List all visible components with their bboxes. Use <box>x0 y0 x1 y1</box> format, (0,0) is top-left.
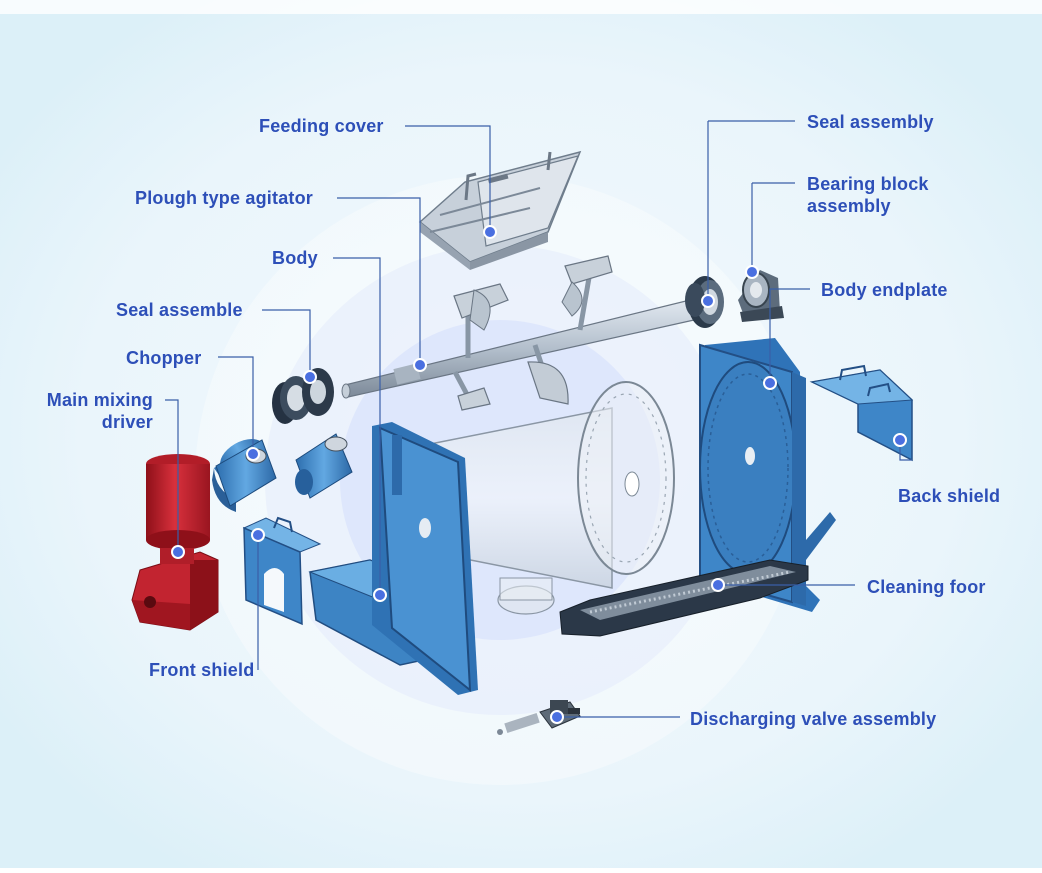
marker-body-endplate <box>763 376 777 390</box>
leader-plough-agitator <box>337 197 421 365</box>
marker-front-shield <box>251 528 265 542</box>
label-body-endplate: Body endplate <box>821 280 948 300</box>
leader-chopper <box>218 356 254 454</box>
label-body: Body <box>272 248 318 268</box>
label-cleaning-floor: Cleaning foor <box>867 577 986 597</box>
label-bearing-block-line2: assembly <box>807 196 891 216</box>
leader-body-endplate <box>769 288 810 383</box>
leader-lines <box>165 120 912 718</box>
marker-back-shield <box>893 433 907 447</box>
label-discharging-valve-assembly: Discharging valve assembly <box>690 709 937 729</box>
leader-body <box>333 257 381 595</box>
leader-main-driver <box>165 399 179 552</box>
marker-seal-assemble <box>303 370 317 384</box>
label-chopper: Chopper <box>126 348 202 368</box>
marker-seal-assembly <box>701 294 715 308</box>
label-seal-assemble: Seal assemble <box>116 300 243 320</box>
label-main-mixing-driver-line1: Main mixing <box>46 390 153 410</box>
label-main-mixing-driver-line2: driver <box>101 412 153 432</box>
plough-agitator-part <box>341 255 695 411</box>
label-feeding-cover: Feeding cover <box>259 116 384 136</box>
cleaning-floor-part <box>559 559 809 637</box>
marker-bearing-block <box>745 265 759 279</box>
marker-cleaning-floor <box>711 578 725 592</box>
marker-plough-agitator <box>413 358 427 372</box>
label-main-mixing-driver: Main mixing driver <box>40 389 153 433</box>
leader-seal-assemble <box>262 309 311 377</box>
marker-main-driver <box>171 545 185 559</box>
marker-feeding-cover <box>483 225 497 239</box>
chopper-part <box>212 433 353 512</box>
label-back-shield: Back shield <box>898 486 1001 506</box>
feeding-cover-part <box>418 150 582 270</box>
label-front-shield: Front shield <box>149 660 255 680</box>
body-endplate-part <box>699 338 836 612</box>
label-seal-assembly: Seal assembly <box>807 112 934 132</box>
marker-dots <box>171 225 907 724</box>
body-part <box>308 381 675 695</box>
marker-discharging-valve <box>550 710 564 724</box>
marker-body <box>373 588 387 602</box>
label-bearing-block-line1: Bearing block <box>807 174 929 194</box>
leader-feeding-cover <box>405 125 491 232</box>
label-bearing-block-assembly: Bearing block assembly <box>807 173 929 217</box>
marker-chopper <box>246 447 260 461</box>
label-plough-type-agitator: Plough type agitator <box>135 188 314 208</box>
